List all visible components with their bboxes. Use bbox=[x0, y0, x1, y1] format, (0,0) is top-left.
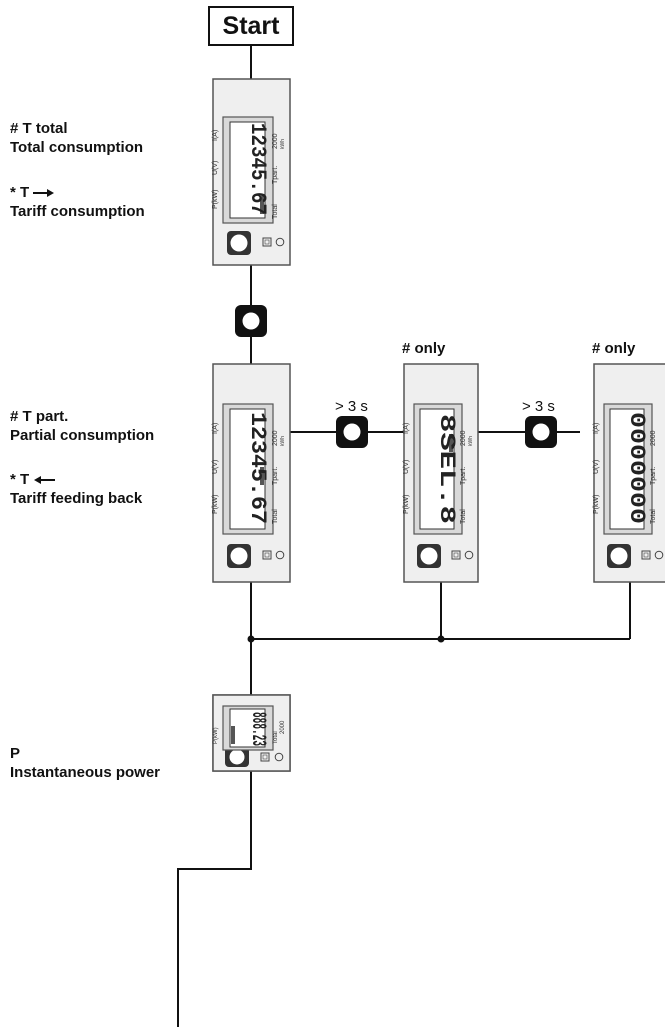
meter-rate-label: 2000 bbox=[460, 430, 467, 446]
meter-total-label: Total bbox=[272, 509, 279, 524]
arrow-left-icon bbox=[34, 476, 56, 485]
start-box: Start bbox=[208, 6, 294, 46]
step-2-tariff: * T Tariff feeding back bbox=[10, 470, 142, 508]
energy-meter-branch-1: 8SEL.8 P(kW) U(V) I(A) Total Tpart. 2000… bbox=[403, 363, 479, 583]
meter-power-label: P(kW) bbox=[593, 495, 600, 514]
energy-meter-branch-2: 0000000 P(kW) U(V) I(A) Total Tpart. 200… bbox=[593, 363, 665, 583]
meter-unit-label: kWh bbox=[280, 139, 286, 149]
meter-display-readout: 12345.67 bbox=[245, 412, 270, 524]
meter-display-readout: 0000000 bbox=[624, 412, 649, 524]
meter-voltage-label: U(V) bbox=[212, 460, 219, 474]
step-1-tariff-name: Tariff consumption bbox=[10, 203, 145, 220]
meter-voltage-label: U(V) bbox=[212, 161, 219, 175]
meter-voltage-label: U(V) bbox=[593, 460, 600, 474]
meter-display-readout: 888.23 bbox=[246, 712, 269, 746]
meter-rate-label: 2000 bbox=[272, 133, 279, 149]
push-button-icon bbox=[235, 305, 267, 337]
meter-rate-label: 2000 bbox=[272, 430, 279, 446]
push-button-icon bbox=[336, 416, 368, 448]
energy-meter-partial: 12345.67 P(kW) U(V) I(A) Total Tpart. 20… bbox=[212, 363, 291, 583]
meter-rate-label: 2000 bbox=[280, 720, 286, 734]
branch-1-wait: > 3 s bbox=[335, 398, 368, 415]
meter-power-label: P(kW) bbox=[212, 495, 219, 514]
meter-unit-label: kWh bbox=[468, 436, 474, 446]
step-3-labels: P Instantaneous power bbox=[10, 744, 160, 782]
meter-current-label: I(A) bbox=[593, 423, 600, 434]
meter-current-label: I(A) bbox=[212, 130, 219, 141]
branch-1-condition: # only bbox=[402, 340, 446, 357]
meter-partial-label: Tpart. bbox=[272, 166, 279, 184]
push-button-icon bbox=[525, 416, 557, 448]
step-2-tariff-name: Tariff feeding back bbox=[10, 490, 143, 507]
arrow-right-icon bbox=[33, 189, 55, 198]
meter-display-readout: 8SEL.8 bbox=[434, 414, 459, 524]
meter-total-label: Total bbox=[273, 731, 279, 744]
meter-unit-label: kWh bbox=[280, 436, 286, 446]
meter-partial-label: Tpart. bbox=[650, 467, 657, 485]
meter-total-label: Total bbox=[460, 509, 467, 524]
step-1-tariff: * T Tariff consumption bbox=[10, 183, 145, 221]
step-2-tariff-code: * T bbox=[10, 471, 30, 488]
meter-partial-label: Tpart. bbox=[272, 467, 279, 485]
energy-meter-power-lcd: 888.23 P(kW) Total 2000 bbox=[213, 705, 286, 751]
meter-power-label: P(kW) bbox=[213, 727, 219, 744]
meter-voltage-label: U(V) bbox=[403, 460, 410, 474]
meter-display-readout: 12345.67 bbox=[245, 123, 270, 215]
step-3-name: Instantaneous power bbox=[10, 764, 161, 781]
meter-current-label: I(A) bbox=[403, 423, 410, 434]
step-1-tariff-code: * T bbox=[10, 184, 30, 201]
branch-2-wait: > 3 s bbox=[522, 398, 555, 415]
step-3-code: P bbox=[10, 745, 21, 762]
meter-total-label: Total bbox=[272, 204, 279, 219]
step-1-code: # T total bbox=[10, 120, 68, 137]
meter-total-label: Total bbox=[650, 509, 657, 524]
energy-meter-total: 12345.67 P(kW) U(V) I(A) Total Tpart. 20… bbox=[212, 78, 291, 266]
branch-2-condition: # only bbox=[592, 340, 636, 357]
step-2-labels: # T part. Partial consumption bbox=[10, 407, 154, 445]
junction-dot bbox=[437, 635, 445, 643]
step-1-labels: # T total Total consumption bbox=[10, 119, 143, 157]
meter-power-label: P(kW) bbox=[212, 190, 219, 209]
step-2-name: Partial consumption bbox=[10, 427, 155, 444]
meter-current-label: I(A) bbox=[212, 423, 219, 434]
step-2-code: # T part. bbox=[10, 408, 69, 425]
meter-partial-label: Tpart. bbox=[460, 467, 467, 485]
junction-dot bbox=[247, 635, 255, 643]
start-label: Start bbox=[222, 11, 280, 40]
meter-power-label: P(kW) bbox=[403, 495, 410, 514]
meter-rate-label: 2000 bbox=[650, 430, 657, 446]
step-1-name: Total consumption bbox=[10, 139, 144, 156]
